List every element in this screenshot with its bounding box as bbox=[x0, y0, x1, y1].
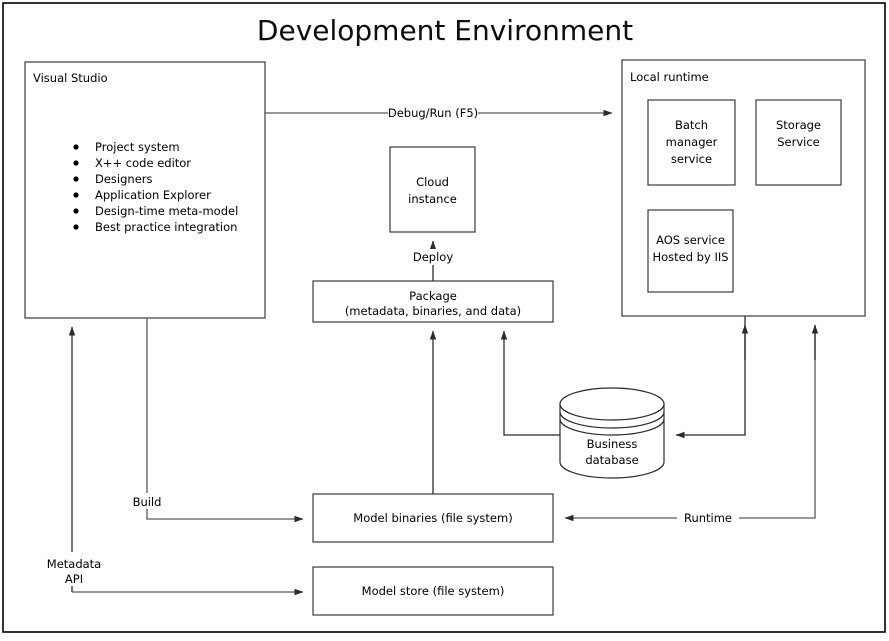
model-binaries-box[interactable] bbox=[312, 493, 554, 543]
visual-studio-label: Visual Studio bbox=[33, 71, 108, 85]
batch-manager-service-line2: manager bbox=[666, 135, 718, 149]
visual-studio-bullet-2: Designers bbox=[95, 172, 153, 186]
edge-runtime: Runtime bbox=[564, 324, 819, 525]
batch-manager-service-line1: Batch bbox=[675, 118, 708, 132]
edge-local-runtime-to-database bbox=[675, 316, 746, 439]
edge-debug-run-label: Debug/Run (F5) bbox=[388, 106, 478, 120]
bullet-dot bbox=[73, 192, 79, 198]
bullet-dot bbox=[73, 144, 79, 150]
edge-metadata-api-line2: API bbox=[65, 572, 83, 586]
edge-deploy-label: Deploy bbox=[413, 250, 453, 264]
visual-studio-bullet-4: Design-time meta-model bbox=[95, 204, 238, 218]
cloud-instance-line1: Cloud bbox=[416, 175, 449, 189]
aos-service-line2: Hosted by IIS bbox=[652, 250, 728, 264]
model-store-box[interactable] bbox=[312, 566, 554, 616]
visual-studio-bullet-5: Best practice integration bbox=[95, 220, 237, 234]
model-store-label: Model store (file system) bbox=[362, 584, 505, 598]
package-box[interactable] bbox=[312, 280, 554, 323]
page-title: Development Environment bbox=[257, 14, 633, 47]
package-line1: Package bbox=[409, 289, 457, 303]
edge-metadata-api: Metadata API bbox=[38, 326, 304, 596]
aos-service-line1: AOS service bbox=[656, 233, 725, 247]
edge-runtime-label: Runtime bbox=[684, 511, 732, 525]
cloud-instance-line2: instance bbox=[408, 192, 457, 206]
edge-build-label: Build bbox=[133, 495, 162, 509]
edge-deploy: Deploy bbox=[406, 240, 460, 281]
model-binaries-label: Model binaries (file system) bbox=[353, 511, 512, 525]
package-line2: (metadata, binaries, and data) bbox=[345, 304, 521, 318]
local-runtime-label: Local runtime bbox=[630, 70, 709, 84]
storage-service-box[interactable] bbox=[755, 99, 842, 186]
visual-studio-container[interactable] bbox=[24, 61, 266, 319]
bullet-dot bbox=[73, 224, 79, 230]
aos-service-box[interactable] bbox=[647, 209, 734, 293]
visual-studio-bullet-1: X++ code editor bbox=[95, 156, 191, 170]
business-database-line2: database bbox=[585, 453, 638, 467]
business-database-cylinder[interactable] bbox=[559, 387, 665, 479]
storage-service-line2: Service bbox=[777, 135, 820, 149]
cloud-instance-box[interactable] bbox=[389, 146, 476, 233]
edge-metadata-api-line1: Metadata bbox=[47, 557, 101, 571]
edge-build: Build bbox=[125, 318, 304, 523]
business-database-line1: Business bbox=[587, 437, 638, 451]
bullet-dot bbox=[73, 160, 79, 166]
visual-studio-bullet-3: Application Explorer bbox=[95, 188, 211, 202]
outer-frame bbox=[2, 2, 886, 633]
batch-manager-service-box[interactable] bbox=[647, 99, 736, 186]
batch-manager-service-line3: service bbox=[671, 152, 712, 166]
bullet-dot bbox=[73, 208, 79, 214]
edge-database-to-package bbox=[500, 330, 560, 436]
storage-service-line1: Storage bbox=[776, 118, 821, 132]
visual-studio-bullet-0: Project system bbox=[95, 140, 180, 154]
bullet-dot bbox=[73, 176, 79, 182]
edge-debug-run: Debug/Run (F5) bbox=[265, 104, 613, 120]
